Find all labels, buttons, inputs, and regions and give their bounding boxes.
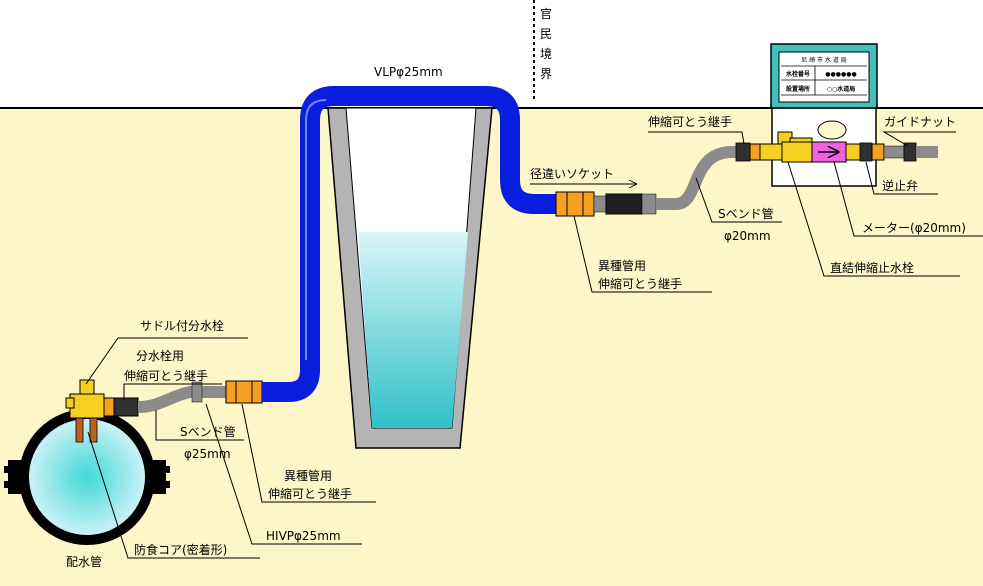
vlp-label: VLPφ25mm <box>374 65 443 79</box>
reducer-socket <box>593 193 657 215</box>
right-s-bend-pipe <box>656 146 742 210</box>
dissimilar-right-leader <box>573 215 712 293</box>
dissimilar-left-label-2: 伸縮可とう継手 <box>268 486 352 501</box>
dissimilar-right-label-1: 異種管用 <box>598 258 646 273</box>
hivp-leader <box>205 403 362 545</box>
saddle-faucet <box>65 379 115 443</box>
s-bend-left-label-2: φ25mm <box>184 447 231 461</box>
guide-nut-leader <box>882 131 956 147</box>
dissimilar-left-leader <box>241 403 376 503</box>
meter-label: メーター(φ20mm) <box>862 221 966 235</box>
vlp-pipe <box>262 86 560 402</box>
svg-text:設置場所: 設置場所 <box>786 85 810 93</box>
saddle-faucet-label: サドル付分水栓 <box>140 318 224 333</box>
svg-text:○○水道局: ○○水道局 <box>827 85 855 93</box>
ground-area <box>0 108 983 586</box>
dissimilar-left-label-1: 異種管用 <box>284 468 332 483</box>
svg-text:民: 民 <box>540 27 552 41</box>
meter-leader <box>833 161 983 237</box>
reducer-socket-label: 径違いソケット <box>530 167 614 181</box>
flex-joint-label: 伸縮可とう継手 <box>648 114 732 129</box>
s-bend-left-leader <box>155 410 244 441</box>
svg-text:水栓番号: 水栓番号 <box>786 70 810 78</box>
dissimilar-right-label-2: 伸縮可とう継手 <box>598 276 682 291</box>
svg-text:界: 界 <box>540 67 552 81</box>
left-s-bend-coupling <box>191 381 203 403</box>
faucet-joint-label-2: 伸縮可とう継手 <box>124 368 208 383</box>
s-bend-right-leader <box>695 177 782 223</box>
left-flex-joint <box>113 397 139 417</box>
s-bend-left-label-1: Sベンド管 <box>180 424 236 439</box>
svg-text:境: 境 <box>540 46 552 61</box>
check-valve-leader <box>865 161 938 195</box>
anticorrosion-label: 防食コア(密着形) <box>134 542 227 557</box>
anticorrosion-leader <box>87 431 260 559</box>
meter-box-sign: 尼 崎 市 水 道 局 水栓番号 ●●●●●● 設置場所 ○○水道局 <box>770 43 878 109</box>
saddle-faucet-leader <box>85 337 248 385</box>
flex-joint-leader <box>648 131 745 145</box>
main-pipe-label: 配水管 <box>66 554 102 569</box>
water-main-pipe <box>4 409 170 545</box>
hivp-label: HIVPφ25mm <box>266 529 341 543</box>
vlp-pipe-highlight <box>305 99 327 360</box>
stop-valve-label: 直結伸縮止水栓 <box>830 260 914 275</box>
left-dissimilar-joint <box>225 380 263 404</box>
stop-valve-leader <box>787 161 960 277</box>
meter-assembly <box>735 120 938 163</box>
guide-nut-label: ガイドナット <box>884 115 956 129</box>
faucet-joint-label-1: 分水栓用 <box>136 348 184 363</box>
boundary-label: 官 民 境 界 <box>540 6 552 81</box>
s-bend-right-label-2: φ20mm <box>724 229 771 243</box>
svg-text:●●●●●●: ●●●●●● <box>825 71 856 78</box>
right-dissimilar-joint <box>555 191 595 217</box>
concrete-trench <box>327 107 493 449</box>
svg-text:官: 官 <box>540 6 552 21</box>
left-s-bend-pipe <box>137 386 240 413</box>
s-bend-right-label-1: Sベンド管 <box>718 206 774 221</box>
faucet-joint-leader <box>123 383 222 400</box>
check-valve-label: 逆止弁 <box>882 178 918 193</box>
svg-text:尼 崎 市 水 道 局: 尼 崎 市 水 道 局 <box>801 56 847 64</box>
